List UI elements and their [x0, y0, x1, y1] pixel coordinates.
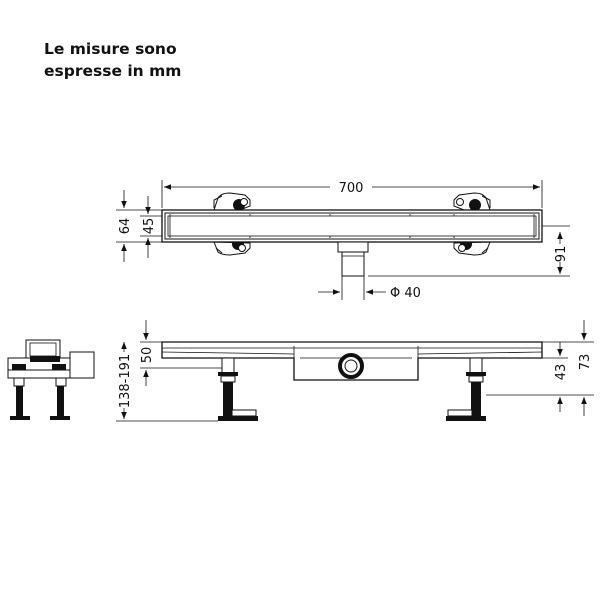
dimension-50-label: 50 — [140, 347, 155, 364]
dimension-50: 50 — [140, 320, 222, 386]
dimension-length-label: 700 — [339, 181, 364, 196]
dimension-73: 73 — [542, 320, 594, 416]
units-note-line-2: espresse in mm — [44, 62, 182, 80]
dimension-91: 91 — [368, 225, 570, 277]
dimension-138-191-label: 138-191 — [118, 354, 133, 408]
dimension-138-191: 138-191 — [114, 342, 218, 422]
dimension-64: 64 — [116, 190, 162, 262]
dimension-length: 700 — [161, 180, 543, 208]
dimension-43: 43 — [486, 342, 569, 412]
dimension-91-label: 91 — [554, 246, 569, 263]
dimension-73-label: 73 — [578, 354, 593, 371]
units-note: Le misure sono espresse in mm — [44, 38, 181, 82]
dimension-45: 45 — [140, 196, 162, 258]
adjustable-foot-left — [218, 357, 258, 421]
channel-top-body — [161, 209, 543, 243]
units-note-line-1: Le misure sono — [44, 40, 177, 58]
dimension-45-label: 45 — [142, 218, 157, 235]
side-end-view — [7, 339, 95, 420]
dimension-diameter-label: Φ 40 — [390, 286, 421, 301]
outlet-spigot — [337, 241, 369, 277]
side-view: 50 138-191 43 73 — [114, 320, 594, 422]
top-view: 700 — [116, 180, 570, 301]
mounting-bracket-left — [213, 192, 251, 256]
dimension-43-label: 43 — [554, 364, 569, 381]
dimension-diameter: Φ 40 — [318, 276, 421, 301]
dimension-64-label: 64 — [118, 218, 133, 235]
adjustable-foot-right — [446, 357, 486, 421]
